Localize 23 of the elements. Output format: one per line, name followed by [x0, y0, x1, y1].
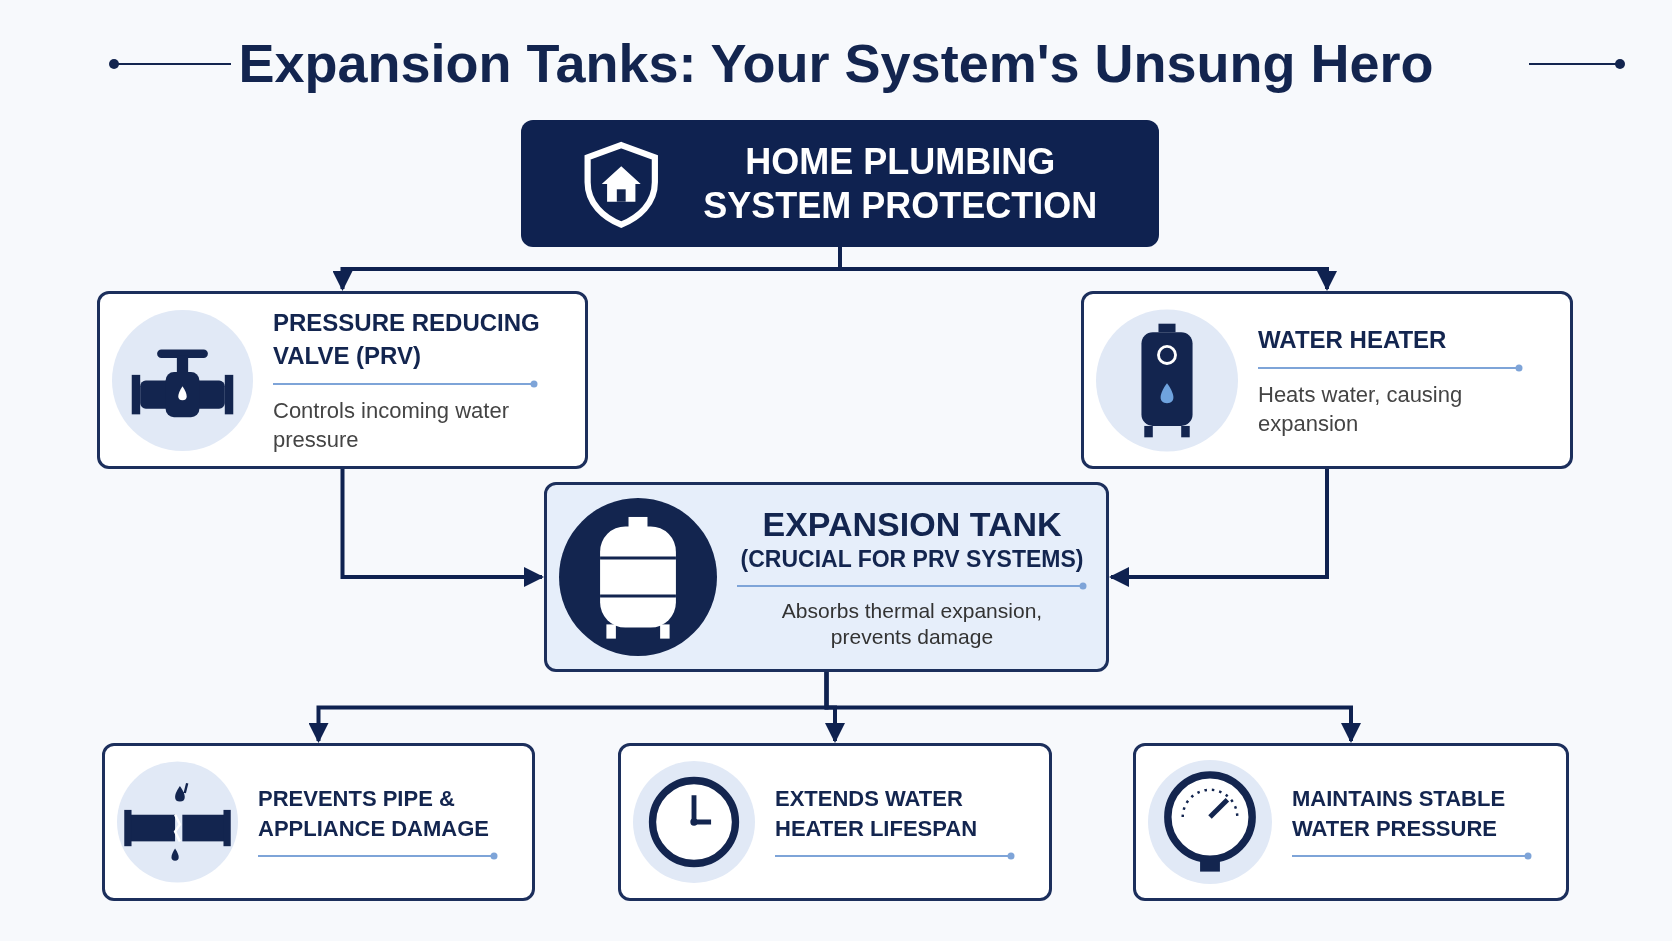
card-heading: (CRUCIAL FOR PRV SYSTEMS) — [740, 545, 1084, 574]
benefit-card — [102, 743, 535, 901]
component-card — [97, 291, 588, 469]
connector-arrow — [1109, 469, 1329, 587]
card-heading: EXPANSION TANK — [762, 504, 1062, 544]
banner-heading: HOME PLUMBING SYSTEM PROTECTION — [702, 139, 1099, 228]
page-title: Expansion Tanks: Your System's Unsung Hero — [238, 32, 1434, 95]
card-heading: PRESSURE REDUCING VALVE (PRV) — [273, 308, 541, 371]
card-heading: MAINTAINS STABLE WATER PRESSURE — [1292, 785, 1507, 843]
card-heading: EXTENDS WATER HEATER LIFESPAN — [775, 785, 979, 843]
connector-arrow — [824, 672, 1361, 743]
component-card — [1081, 291, 1573, 469]
benefit-card — [618, 743, 1052, 901]
card-description: Heats water, causing expansion — [1258, 380, 1464, 438]
card-heading: WATER HEATER — [1258, 324, 1448, 355]
connector-arrow — [340, 469, 544, 587]
card-heading: PREVENTS PIPE & APPLIANCE DAMAGE — [258, 785, 490, 843]
card-description: Controls incoming water pressure — [273, 397, 510, 454]
card-description: Absorbs thermal expansion, prevents damage — [780, 598, 1044, 650]
title-banner — [521, 120, 1159, 247]
benefit-card — [1133, 743, 1569, 901]
connector-arrow — [838, 247, 1337, 291]
highlight-card — [544, 482, 1109, 672]
